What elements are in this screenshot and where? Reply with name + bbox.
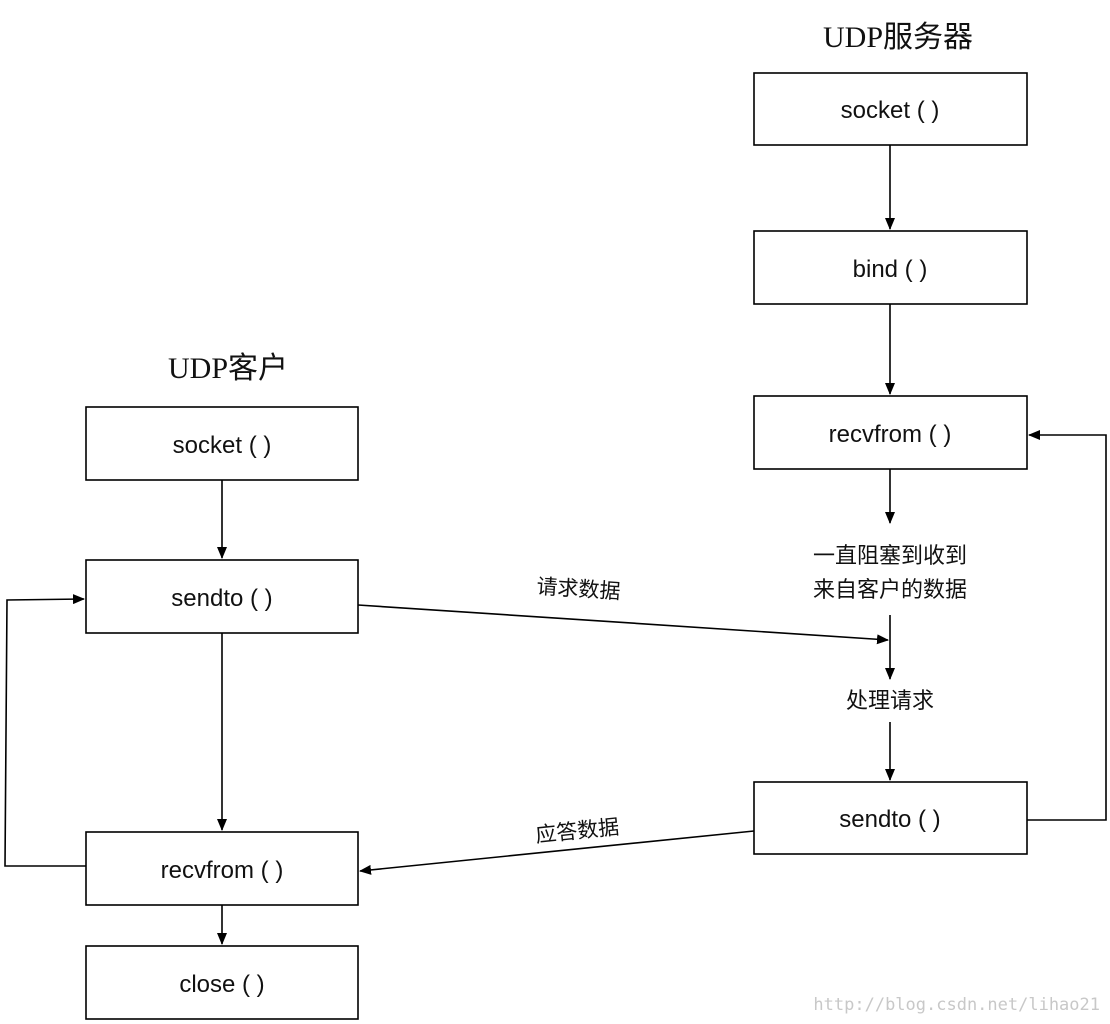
server-title: UDP服务器 xyxy=(823,21,973,54)
server-sendto-box: sendto ( ) xyxy=(753,781,1028,855)
client-socket-label: socket ( ) xyxy=(173,432,272,459)
client-loop-arrow xyxy=(4,594,86,867)
server-loop-arrow xyxy=(1027,430,1107,821)
client-socket-box: socket ( ) xyxy=(85,406,359,481)
response-data-arrow xyxy=(359,830,755,875)
server-sendto-label: sendto ( ) xyxy=(839,806,940,833)
request-data-label: 请求数据 xyxy=(536,574,621,604)
request-data-arrow xyxy=(357,604,889,645)
client-recvfrom-box: recvfrom ( ) xyxy=(85,831,359,906)
server-bind-label: bind ( ) xyxy=(853,256,928,283)
response-data-label: 应答数据 xyxy=(534,815,620,847)
server-recvfrom-label: recvfrom ( ) xyxy=(829,421,952,448)
client-close-box: close ( ) xyxy=(85,945,359,1020)
server-bind-box: bind ( ) xyxy=(753,230,1028,305)
server-block-note-line2: 来自客户的数据 xyxy=(813,578,967,603)
client-sendto-box: sendto ( ) xyxy=(85,559,359,634)
server-block-note-line1: 一直阻塞到收到 xyxy=(813,544,967,569)
server-socket-box: socket ( ) xyxy=(753,72,1028,146)
client-title: UDP客户 xyxy=(168,352,288,385)
client-sendto-label: sendto ( ) xyxy=(171,585,272,612)
watermark-text: http://blog.csdn.net/lihao21 xyxy=(813,995,1100,1015)
server-process-note: 处理请求 xyxy=(846,689,934,714)
client-recvfrom-label: recvfrom ( ) xyxy=(161,857,284,884)
client-close-label: close ( ) xyxy=(179,971,264,998)
server-socket-label: socket ( ) xyxy=(841,97,940,124)
server-recvfrom-box: recvfrom ( ) xyxy=(753,395,1028,470)
